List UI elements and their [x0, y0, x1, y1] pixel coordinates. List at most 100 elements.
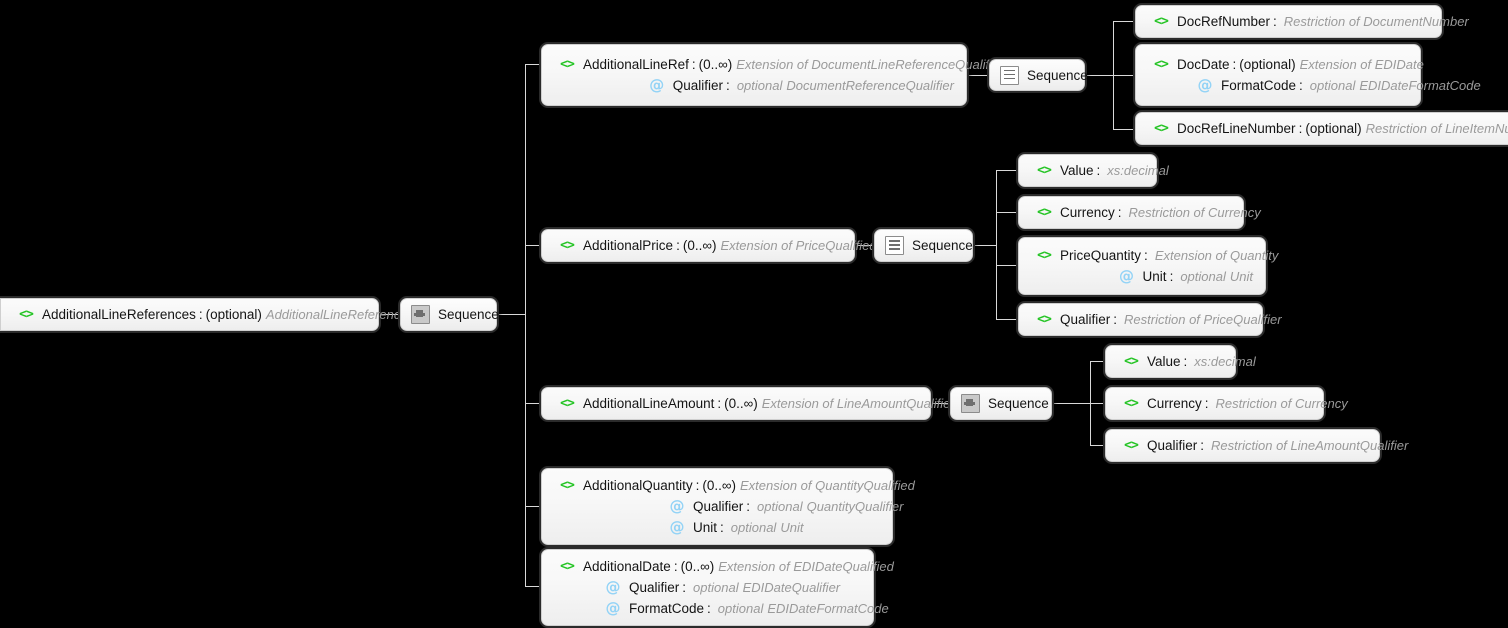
element-icon: <> — [1154, 121, 1169, 136]
attribute-icon: @ — [649, 76, 665, 94]
element-icon: <> — [1124, 354, 1139, 369]
attribute-use: optional — [1309, 78, 1356, 93]
node-row-attribute: @ Unit : optional Unit — [542, 517, 892, 538]
node-row-attribute: @ Qualifier : optional QuantityQualifier — [542, 496, 904, 517]
attribute-icon: @ — [1197, 76, 1213, 94]
node-additionalquantity[interactable]: <> AdditionalQuantity : (0..∞) Extension… — [541, 468, 915, 545]
colon-separator: : — [720, 520, 724, 535]
colon-separator: : — [1096, 163, 1101, 178]
element-cardinality: (0..∞) — [680, 559, 715, 574]
attribute-type: EDIDateFormatCode — [1359, 78, 1481, 93]
colon-separator: : — [682, 580, 687, 595]
attribute-name: Unit — [1142, 269, 1167, 284]
node-price-currency[interactable]: <> Currency : Restriction of Currency — [1018, 196, 1261, 229]
colon-separator: : — [1204, 396, 1209, 411]
element-type: Extension of LineAmountQualified — [761, 396, 958, 411]
connector-subtrunk-to-docdate — [1113, 75, 1135, 76]
attribute-name: Qualifier — [693, 499, 744, 514]
node-docdate[interactable]: <> DocDate : (optional) Extension of EDI… — [1135, 44, 1481, 106]
node-amount-qualifier[interactable]: <> Qualifier : Restriction of LineAmount… — [1105, 429, 1408, 462]
element-name: AdditionalDate — [583, 559, 671, 574]
colon-separator: : — [673, 559, 678, 574]
compositor-label: Sequence — [438, 307, 499, 322]
connector-subtrunk-to-price-qualifier — [996, 319, 1018, 320]
attribute-use: optional — [757, 499, 803, 514]
element-name: Value — [1147, 354, 1181, 369]
node-pricequantity[interactable]: <> PriceQuantity : Extension of Quantity… — [1018, 237, 1278, 295]
node-row-element: <> Currency : Restriction of Currency — [1106, 393, 1348, 414]
node-additionallineref[interactable]: <> AdditionalLineRef : (0..∞) Extension … — [541, 44, 1007, 106]
element-type: Extension of EDIDate — [1299, 57, 1424, 72]
element-type: AdditionalLineReferences — [265, 307, 415, 322]
element-icon: <> — [560, 478, 575, 493]
colon-separator: : — [676, 238, 680, 253]
sequence-icon — [411, 305, 430, 324]
element-icon: <> — [560, 57, 575, 72]
element-icon: <> — [1124, 396, 1139, 411]
element-type: Restriction of Currency — [1215, 396, 1348, 411]
node-additionalprice[interactable]: <> AdditionalPrice : (0..∞) Extension of… — [541, 229, 877, 262]
attribute-icon: @ — [1119, 267, 1135, 285]
element-type: Restriction of Currency — [1128, 205, 1261, 220]
colon-separator: : — [1169, 269, 1174, 284]
colon-separator: : — [1298, 121, 1303, 136]
node-row-element: <> AdditionalLineAmount : (0..∞) Extensi… — [542, 393, 957, 414]
element-cardinality: (0..∞) — [724, 396, 758, 411]
node-row-element: <> Value : xs:decimal — [1106, 351, 1256, 372]
element-name: Qualifier — [1060, 312, 1111, 327]
node-row-element: <> Qualifier : Restriction of PriceQuali… — [1019, 309, 1281, 330]
attribute-type: Unit — [1229, 269, 1253, 284]
node-row-attribute: @ FormatCode : optional EDIDateFormatCod… — [1136, 75, 1481, 96]
node-price-value[interactable]: <> Value : xs:decimal — [1018, 154, 1169, 187]
node-row-attribute: @ FormatCode : optional EDIDateFormatCod… — [542, 598, 889, 619]
node-additionallinereferences[interactable]: <> AdditionalLineReferences : (optional)… — [0, 298, 414, 331]
node-amount-currency[interactable]: <> Currency : Restriction of Currency — [1105, 387, 1348, 420]
colon-separator: : — [691, 57, 696, 72]
node-row-attribute: @ Qualifier : optional EDIDateQualifier — [542, 577, 873, 598]
node-row-element: <> DocRefLineNumber : (optional) Restric… — [1136, 118, 1508, 139]
element-cardinality: (0..∞) — [698, 57, 733, 72]
node-price-qualifier[interactable]: <> Qualifier : Restriction of PriceQuali… — [1018, 303, 1282, 336]
compositor-root-sequence[interactable]: Sequence — [400, 298, 499, 331]
compositor-lineref-sequence[interactable]: Sequence — [989, 59, 1088, 91]
element-name: Currency — [1147, 396, 1202, 411]
element-name: Qualifier — [1147, 438, 1198, 453]
node-row-element: <> AdditionalLineRef : (0..∞) Extension … — [542, 54, 1006, 75]
node-additionallineamount[interactable]: <> AdditionalLineAmount : (0..∞) Extensi… — [541, 387, 958, 420]
element-cardinality: (optional) — [205, 307, 262, 322]
element-type: Restriction of LineItemNumber — [1365, 121, 1508, 136]
attribute-name: FormatCode — [1221, 78, 1297, 93]
connector-trunk-to-additionallineref — [525, 64, 542, 65]
connector-subtrunk-to-price-value — [996, 170, 1018, 171]
compositor-lineamount-sequence[interactable]: Sequence — [950, 387, 1052, 420]
compositor-label: Sequence — [912, 238, 973, 253]
attribute-use: optional — [693, 580, 739, 595]
colon-separator: : — [1117, 205, 1122, 220]
element-icon: <> — [1037, 205, 1052, 220]
colon-separator: : — [707, 601, 711, 616]
attribute-type: EDIDateQualifier — [742, 580, 841, 595]
compositor-label: Sequence — [988, 396, 1049, 411]
node-amount-value[interactable]: <> Value : xs:decimal — [1105, 345, 1256, 378]
attribute-use: optional — [736, 78, 783, 93]
element-name: DocRefLineNumber — [1177, 121, 1296, 136]
colon-separator: : — [746, 499, 751, 514]
compositor-price-sequence[interactable]: Sequence — [874, 229, 973, 262]
element-type: Restriction of LineAmountQualifier — [1211, 438, 1409, 453]
connector-subtrunk-to-amount-qualifier — [1090, 445, 1105, 446]
element-icon: <> — [1124, 438, 1139, 453]
colon-separator: : — [717, 396, 722, 411]
element-type: Extension of EDIDateQualified — [718, 559, 894, 574]
element-cardinality: (0..∞) — [682, 238, 717, 253]
connector-lineamount-to-sequence — [931, 403, 950, 404]
node-additionaldate[interactable]: <> AdditionalDate : (0..∞) Extension of … — [541, 549, 894, 626]
element-name: Currency — [1060, 205, 1115, 220]
node-docrefnumber[interactable]: <> DocRefNumber : Restriction of Documen… — [1135, 5, 1469, 38]
sequence-icon — [961, 394, 980, 413]
node-docreflinenumber[interactable]: <> DocRefLineNumber : (optional) Restric… — [1135, 112, 1508, 145]
element-icon: <> — [1037, 163, 1052, 178]
connector-price-sequence-to-trunk — [973, 245, 996, 246]
node-row-element: <> PriceQuantity : Extension of Quantity — [1019, 245, 1278, 266]
attribute-type: Unit — [780, 520, 804, 535]
element-name: AdditionalLineRef — [583, 57, 689, 72]
